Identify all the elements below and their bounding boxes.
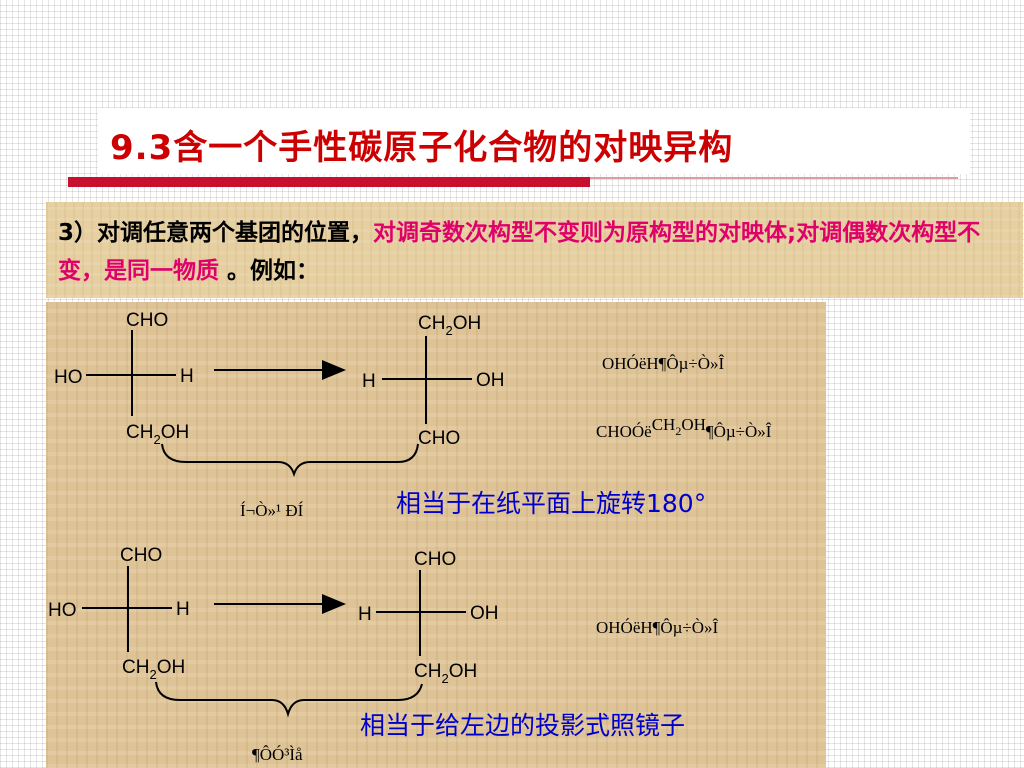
group-top: CHO — [414, 549, 456, 570]
group-bottom: CHO — [418, 428, 460, 449]
title-box: 9.3含一个手性碳原子化合物的对映异构 — [98, 108, 970, 174]
group-left: H — [362, 371, 376, 392]
group-top: CH2OH — [418, 313, 481, 338]
group-right: OH — [476, 370, 505, 391]
fischer-diagram: CHO HO H CH2OH CH2OH H OH CHO Í¬Ò»¹ ÐÍ O… — [48, 310, 772, 764]
group-left: HO — [54, 367, 83, 388]
brace-2-label: ¶ÔÓ³Ìå — [252, 745, 303, 764]
fischer-2-right: CHO H OH CH2OH — [358, 549, 499, 686]
diagram-panel: CHO HO H CH2OH CH2OH H OH CHO Í¬Ò»¹ ÐÍ O… — [46, 302, 826, 768]
title-underline — [68, 177, 590, 187]
group-right: H — [180, 366, 194, 387]
brace-1-label: Í¬Ò»¹ ÐÍ — [240, 501, 304, 520]
intro-textbox: 3）对调任意两个基团的位置，对调奇数次构型不变则为原构型的对映体;对调偶数次构型… — [46, 202, 1023, 298]
title-underline-thin — [590, 177, 958, 179]
group-top: CHO — [120, 545, 162, 566]
swap-note-2: CHOÓëCH2OH¶Ôµ÷Ò»Î — [596, 415, 772, 441]
group-left: HO — [48, 600, 77, 621]
intro-text-1: 3）对调任意两个基团的位置， — [58, 220, 374, 246]
blue-note-rotate: 相当于在纸平面上旋转180° — [396, 489, 706, 518]
group-right: H — [176, 599, 190, 620]
swap-note-1: OHÓëH¶Ôµ÷Ò»Î — [602, 354, 725, 373]
fischer-1-left: CHO HO H CH2OH — [54, 310, 194, 447]
group-right: OH — [470, 603, 499, 624]
intro-text-2: 。例如： — [219, 258, 320, 284]
group-bottom: CH2OH — [126, 422, 189, 447]
swap-note-3: OHÓëH¶Ôµ÷Ò»Î — [596, 618, 719, 637]
intro-highlight: 对调奇数次构型不变则为原构型的对映体;对调偶数次构型不变，是同一物质 — [58, 220, 981, 284]
intro-paragraph: 3）对调任意两个基团的位置，对调奇数次构型不变则为原构型的对映体;对调偶数次构型… — [58, 214, 1018, 290]
blue-note-mirror: 相当于给左边的投影式照镜子 — [360, 711, 685, 740]
brace-2 — [155, 681, 423, 718]
group-left: H — [358, 604, 372, 625]
group-bottom: CH2OH — [414, 661, 477, 686]
fischer-2-left: CHO HO H CH2OH — [48, 545, 190, 682]
group-bottom: CH2OH — [122, 657, 185, 682]
brace-1 — [161, 443, 419, 478]
group-top: CHO — [126, 310, 168, 331]
fischer-1-right: CH2OH H OH CHO — [362, 313, 505, 449]
slide-title: 9.3含一个手性碳原子化合物的对映异构 — [110, 128, 734, 168]
